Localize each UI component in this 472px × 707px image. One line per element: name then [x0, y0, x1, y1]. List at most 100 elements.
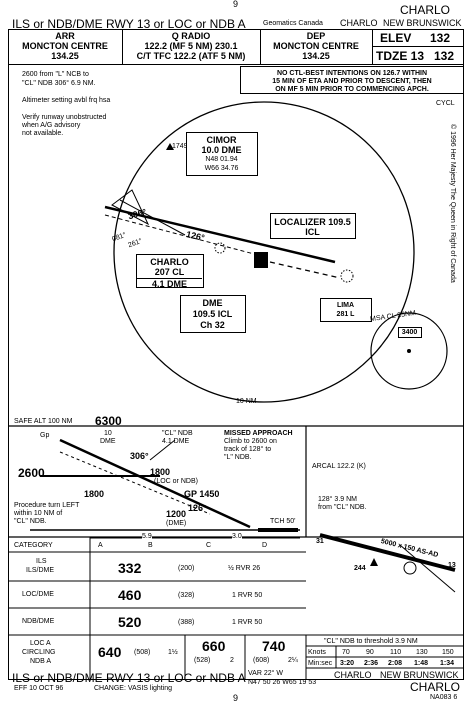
- localizer-freq: LOCALIZER 109.5: [274, 217, 351, 227]
- proc-turn-1: Procedure turn LEFT: [14, 502, 80, 509]
- dme-channel: Ch 32: [200, 320, 225, 330]
- footer-city: CHARLO: [410, 680, 461, 694]
- ils-alt: 332: [118, 560, 142, 576]
- aerodrome-note-2: from "CL" NDB.: [318, 504, 367, 511]
- ndb-dme-alt: 520: [118, 614, 142, 630]
- profile-dme: DME: [100, 438, 116, 445]
- minsec-label: Min:sec: [308, 660, 333, 667]
- circ-ab-hat: (508): [134, 649, 151, 656]
- profile-course-126: 126°: [188, 503, 207, 513]
- dep-freq: 134.25: [302, 51, 330, 61]
- profile-tch: TCH 50': [270, 518, 296, 525]
- charlo-ndb-box: CHARLO 207 CL 4.1 DME: [136, 254, 204, 289]
- footer-airport: CHARLO: [334, 670, 372, 680]
- missed-approach-2: Climb to 2600 on: [224, 438, 277, 445]
- profile-dme-paren: (DME): [166, 520, 187, 527]
- circ-label-2: CIRCLING: [22, 649, 56, 656]
- circ-d-alt: 740: [262, 638, 286, 654]
- tdze-value: 132: [434, 49, 455, 63]
- cycl-label: CYCL: [436, 100, 455, 107]
- msa-circle: [370, 312, 448, 390]
- circ-label-1: LOC A: [30, 640, 51, 647]
- cimor-lon: W66 34.76: [204, 165, 239, 172]
- profile-course-306: 306°: [130, 451, 149, 461]
- knots-130: 130: [416, 649, 428, 656]
- ten-nm-ring-label: 10 NM: [236, 398, 257, 405]
- dep-name: MONCTON CENTRE: [273, 41, 359, 51]
- missed-approach-3: track of 128° to: [224, 446, 272, 453]
- warning-box: NO CTL-BEST INTENTIONS ON 126.7 WITHIN 1…: [240, 66, 464, 94]
- procedure-title: ILS or NDB/DME RWY 13 or LOC or NDB A: [12, 17, 246, 31]
- msa-value: 3400: [401, 329, 418, 336]
- knots-70: 70: [342, 649, 350, 656]
- note-2600-line2: "CL" NDB 306° 6.9 NM.: [22, 80, 96, 87]
- plan-view-ring: [113, 101, 415, 403]
- arcal: ARCAL 122.2 (K): [312, 463, 366, 470]
- note-2600-line1: 2600 from "L" NCB to: [22, 71, 89, 78]
- time-130: 1:48: [414, 660, 429, 667]
- arr-name: MONCTON CENTRE: [22, 41, 108, 51]
- arr-freq: 134.25: [51, 51, 79, 61]
- localizer-ident: ICL: [305, 227, 320, 237]
- note-altimeter: Altimeter setting avbl frq hsa: [22, 97, 111, 104]
- ils-dme-label: ILS/DME: [26, 567, 55, 574]
- circ-c-alt: 660: [202, 638, 226, 654]
- cimor-dme: 10.0 DME: [201, 145, 242, 155]
- cimor-fix-box: CIMOR 10.0 DME N48 01.94 W66 34.76: [186, 132, 258, 176]
- profile-loc-or-ndb: (LOC or NDB): [154, 478, 198, 485]
- profile-alt-1800a: 1800: [150, 467, 171, 477]
- chart-frame: [8, 29, 464, 680]
- footer-var: VAR 22° W: [248, 670, 283, 677]
- circ-c-hat: (528): [194, 657, 211, 664]
- category-label: CATEGORY: [14, 542, 53, 549]
- missed-approach-1: MISSED APPROACH: [224, 430, 293, 437]
- lima-name: LIMA: [336, 302, 355, 309]
- knots-label: Knots: [308, 649, 326, 656]
- circ-ab-vis: 1½: [168, 649, 178, 656]
- safe-alt-label: SAFE ALT 100 NM: [14, 418, 73, 425]
- profile-alt-1800b: 1800: [84, 489, 105, 499]
- ils-vis: ½ RVR 26: [228, 565, 261, 572]
- comms-row: ARR MONCTON CENTRE 134.25 Q RADIO 122.2 …: [8, 29, 464, 65]
- aerodrome-runway: [319, 533, 456, 572]
- circ-ab-alt: 640: [98, 644, 122, 660]
- time-110: 2:08: [388, 660, 403, 667]
- ndb-dme-label: NDB/DME: [22, 618, 55, 625]
- radio-label: Q RADIO: [171, 31, 211, 41]
- profile-cl-dme: 4.1 DME: [162, 438, 190, 445]
- obstacle-1749-symbol: [166, 143, 174, 150]
- knots-90: 90: [366, 649, 374, 656]
- tdze-label: TDZE 13: [376, 49, 425, 63]
- loc-dme-label: LOC/DME: [22, 591, 54, 598]
- time-90: 2:36: [364, 660, 379, 667]
- circ-d-hat: (608): [253, 657, 270, 664]
- cat-b: B: [148, 542, 153, 549]
- localizer-box: LOCALIZER 109.5 ICL: [270, 213, 356, 239]
- charlo-ndb-freq: 207 CL: [154, 267, 185, 277]
- missed-approach-track: [269, 261, 341, 279]
- runway-symbol: [254, 252, 268, 268]
- dist-5-9: 5.9: [142, 533, 152, 540]
- ils-hat: (200): [178, 565, 195, 572]
- note-verify-2: when A/G advisory: [22, 122, 81, 129]
- charlo-ndb-dme: 4.1 DME: [137, 278, 202, 289]
- lima-ndb-symbol: [340, 269, 354, 283]
- city-top-right: CHARLO: [400, 3, 451, 17]
- footer-province: NEW BRUNSWICK: [380, 670, 459, 680]
- page-number-bottom: 9: [233, 693, 239, 703]
- loc-dme-hat: (328): [178, 592, 195, 599]
- charlo-ndb-symbol: [214, 242, 226, 254]
- timing-title: "CL" NDB to threshold 3.9 NM: [324, 638, 418, 645]
- proc-turn-2: within 10 NM of: [14, 510, 63, 517]
- rwy-31: 31: [316, 538, 324, 545]
- ndb-dme-hat: (388): [178, 619, 195, 626]
- elev-label: ELEV: [380, 31, 412, 45]
- proc-turn-3: "CL" NDB.: [14, 518, 47, 525]
- approach-course-line: [104, 205, 336, 264]
- profile-gp: Gp: [40, 432, 50, 439]
- page-number-top: 9: [233, 0, 239, 9]
- dme-freq: 109.5 ICL: [192, 309, 233, 319]
- cat-d: D: [262, 542, 268, 549]
- time-150: 1:34: [440, 660, 455, 667]
